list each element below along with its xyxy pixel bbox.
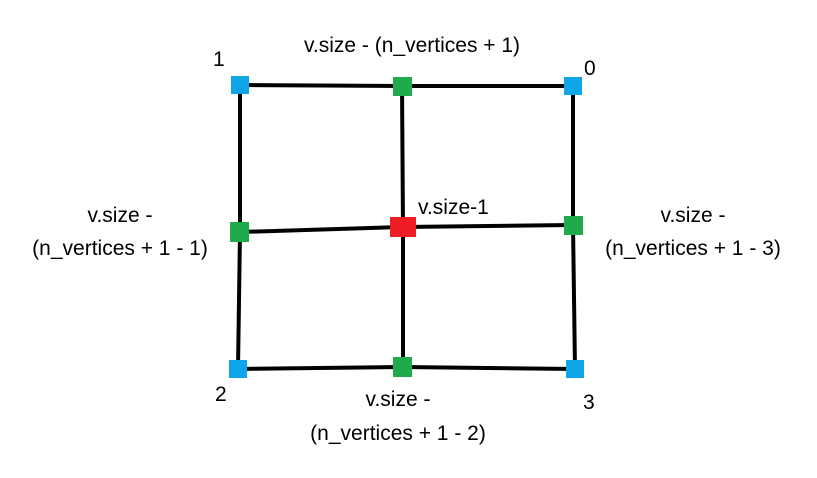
corner-label-0: 0 xyxy=(584,57,596,80)
edge-vertex-top xyxy=(393,77,412,96)
labels: 1 0 2 3 v.size - (n_vertices + 1) v.size… xyxy=(32,34,781,445)
grid-edges xyxy=(236,83,577,371)
edge-left-lower xyxy=(236,231,242,370)
bottom-mid-label-line2: (n_vertices + 1 - 2) xyxy=(310,422,486,445)
left-mid-label-line1: v.size - xyxy=(88,204,153,227)
edge-bottom-right xyxy=(402,365,576,371)
corner-label-1: 1 xyxy=(213,48,225,71)
top-mid-label: v.size - (n_vertices + 1) xyxy=(304,34,520,57)
edge-middle-horizontal-left xyxy=(239,225,404,234)
edge-middle-vertical-upper xyxy=(400,85,405,228)
edge-right-lower xyxy=(571,224,577,370)
bottom-mid-label-line1: v.size - xyxy=(366,388,431,411)
corner-label-2: 2 xyxy=(215,383,227,406)
left-mid-label-line2: (n_vertices + 1 - 1) xyxy=(32,237,208,260)
corner-vertex-3 xyxy=(566,360,584,378)
center-label: v.size-1 xyxy=(418,196,489,219)
corner-vertex-2 xyxy=(229,360,247,378)
corner-vertex-0 xyxy=(564,77,582,95)
edge-top-left xyxy=(239,83,403,88)
center-vertex xyxy=(390,217,416,237)
right-mid-label-line1: v.size - xyxy=(661,204,726,227)
vertices xyxy=(229,76,584,378)
edge-vertex-left xyxy=(230,222,249,242)
edge-vertex-right xyxy=(564,216,583,235)
right-mid-label-line2: (n_vertices + 1 - 3) xyxy=(605,237,781,260)
edge-vertex-bottom xyxy=(393,357,412,377)
corner-label-3: 3 xyxy=(583,391,595,414)
corner-vertex-1 xyxy=(231,76,249,94)
edge-bottom-left xyxy=(237,365,404,371)
edge-middle-horizontal-right xyxy=(402,223,574,229)
